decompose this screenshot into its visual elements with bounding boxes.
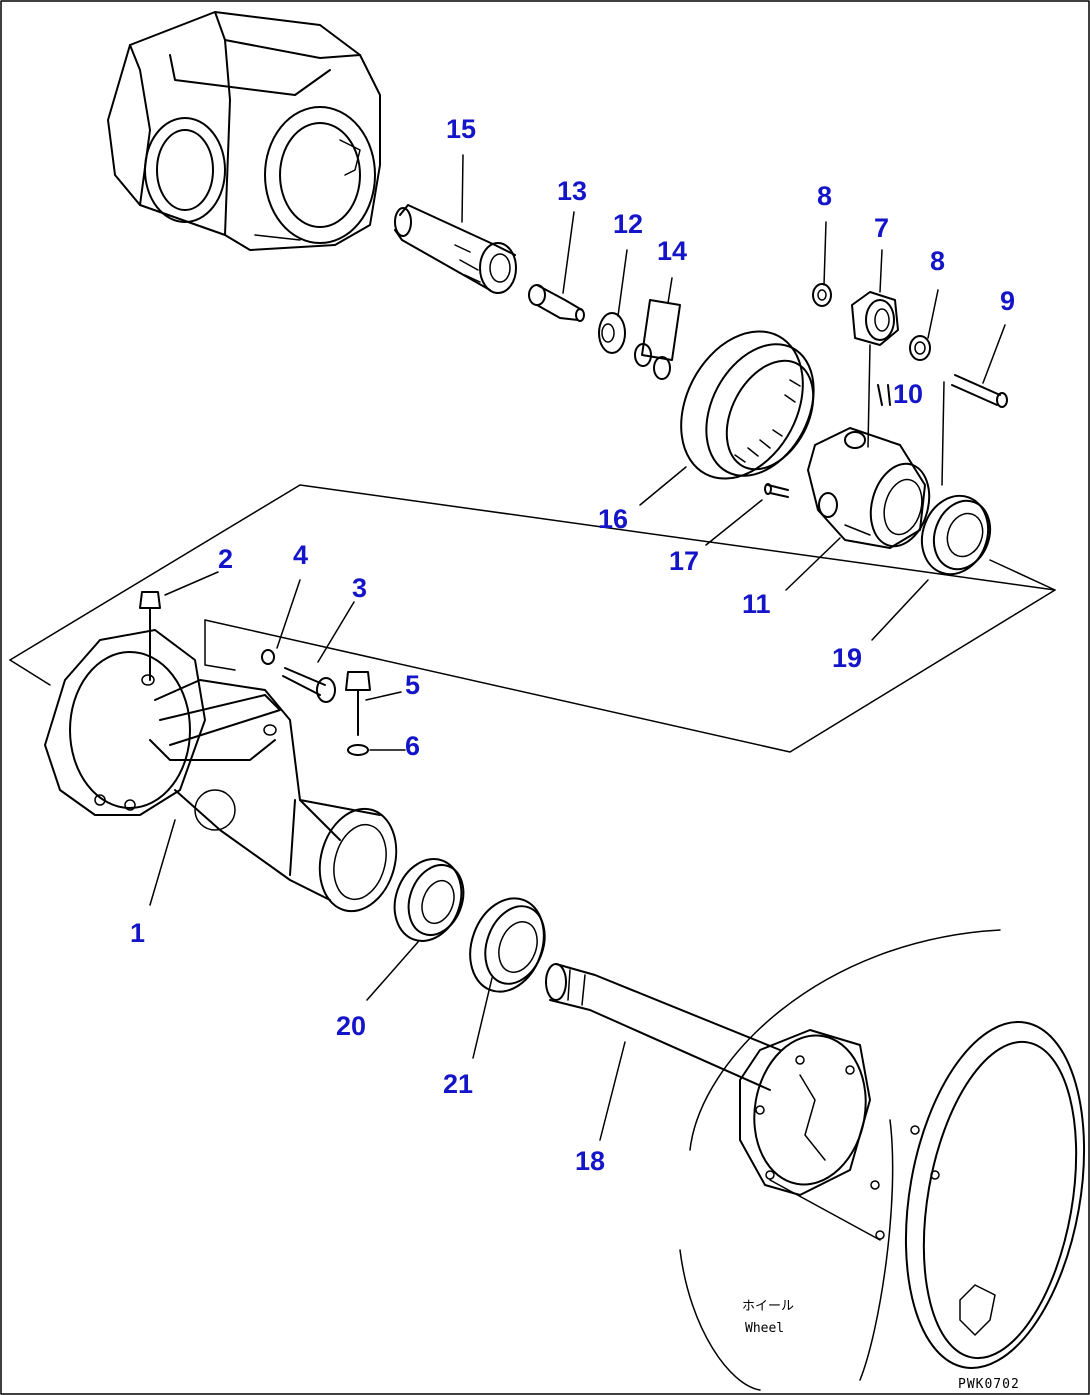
part-4-washer (261, 649, 275, 665)
part-18-axle-shaft (545, 963, 871, 1196)
assembly-outline (9, 484, 1056, 753)
part-12-washer (598, 312, 626, 354)
callout-1: 1 (130, 918, 145, 948)
part-5-plug (345, 671, 371, 736)
wheel-label-en: Wheel (745, 1321, 784, 1336)
callout-5: 5 (405, 670, 420, 700)
callout-10: 10 (893, 379, 923, 409)
leader-lines (149, 154, 1006, 1141)
part-15-pinion-shaft (394, 204, 517, 294)
differential-housing (107, 11, 381, 251)
callout-3: 3 (352, 573, 367, 603)
callout-15: 15 (446, 114, 476, 144)
callout-14: 14 (657, 236, 687, 266)
wheel (679, 929, 1086, 1391)
part-7-side-pinion (851, 291, 899, 346)
callout-11: 11 (742, 589, 771, 619)
part-21-seal (469, 897, 546, 993)
callout-16: 16 (598, 504, 628, 534)
wheel-label-jp: ホイール (742, 1299, 794, 1314)
part-17-pin (764, 483, 789, 498)
callout-8-upper: 8 (817, 181, 832, 211)
part-19-bearing (920, 494, 992, 576)
callout-7: 7 (874, 213, 889, 243)
callout-19: 19 (832, 643, 862, 673)
callout-8-lower: 8 (930, 246, 945, 276)
part-16-ring-gear (680, 330, 815, 480)
callout-6: 6 (405, 731, 420, 761)
callout-9: 9 (1000, 286, 1015, 316)
callout-labels: 15 13 12 14 8 7 8 9 10 16 17 11 19 2 4 3… (130, 114, 1015, 1176)
callout-21: 21 (443, 1069, 473, 1099)
part-11-differential-case (807, 427, 931, 549)
part-1-axle-housing (44, 629, 398, 913)
part-20-bearing (393, 858, 465, 942)
part-10-pin (877, 384, 891, 406)
part-8a-pinion-washer (812, 283, 832, 307)
callout-4: 4 (293, 540, 308, 570)
part-14-lock-plate (634, 299, 681, 380)
part-6-o-ring (347, 744, 369, 756)
callout-12: 12 (613, 209, 643, 239)
part-2-plug (139, 591, 161, 681)
callout-18: 18 (575, 1146, 605, 1176)
part-8b-pinion-washer (909, 335, 931, 361)
part-13-bolt (528, 284, 585, 322)
callout-20: 20 (336, 1011, 366, 1041)
part-3-bolt (282, 667, 336, 703)
callout-13: 13 (557, 176, 587, 206)
part-9-shaft (951, 374, 1008, 408)
callout-17: 17 (669, 546, 699, 576)
drawing-code: PWK0702 (958, 1377, 1020, 1392)
callout-2: 2 (218, 544, 233, 574)
